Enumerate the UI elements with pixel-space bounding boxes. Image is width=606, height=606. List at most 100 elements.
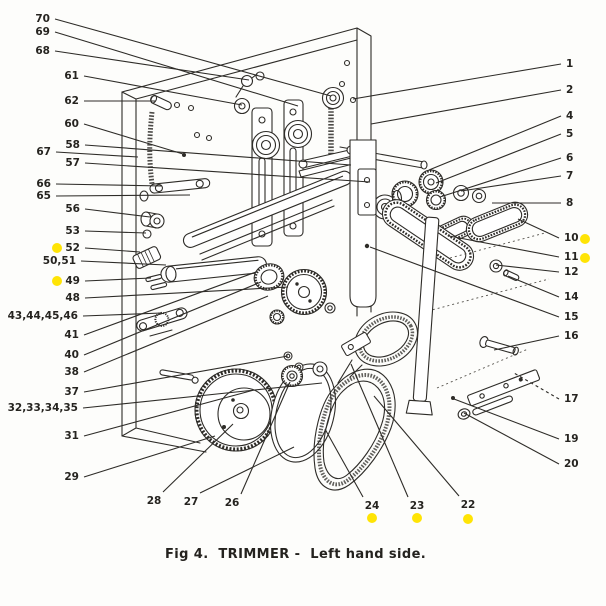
part-label-6: 6 [566, 152, 573, 164]
pins [145, 274, 163, 283]
part-label-16: 16 [564, 330, 579, 342]
hanger-bar [349, 139, 377, 308]
highlight-dot-49 [52, 276, 62, 286]
leader-line-65 [55, 194, 191, 197]
leader-line-27 [199, 446, 295, 494]
leader-line-57 [84, 162, 371, 183]
artwork-machine-drawing [121, 27, 550, 491]
part-label-68: 68 [35, 45, 50, 57]
pin-62 [150, 94, 172, 111]
part-label-48: 48 [65, 292, 80, 304]
cam-pulley [253, 263, 285, 291]
part-label-28: 28 [147, 495, 162, 507]
leader-line-22 [373, 395, 460, 497]
highlight-dot-52 [52, 243, 62, 253]
highlight-dot-10 [580, 234, 590, 244]
leader-line-15 [369, 246, 560, 318]
foot-washer [457, 408, 471, 420]
leader-line-43,44,45,46 [82, 312, 163, 317]
leader-line-2 [370, 89, 562, 125]
pins-2 [150, 282, 168, 291]
gear-cluster [356, 169, 487, 220]
leader-line-61 [83, 75, 243, 106]
part-label-19: 19 [564, 433, 579, 445]
leader-line-17 [513, 372, 560, 400]
leader-line-14 [507, 275, 560, 298]
leader-line-70 [54, 18, 332, 97]
leader-line-19 [453, 398, 560, 440]
support-bar [405, 216, 440, 416]
leader-line-1 [352, 63, 562, 100]
part-label-38: 38 [64, 366, 79, 378]
leader-line-28 [162, 423, 234, 493]
part-label-41: 41 [64, 329, 79, 341]
leader-line-16 [493, 335, 560, 351]
part-label-26: 26 [225, 497, 240, 509]
part-label-70: 70 [35, 13, 50, 25]
callouts: 706968616260586757666556535250,51494843,… [8, 13, 590, 524]
leader-line-11 [448, 235, 560, 258]
lower-pin [159, 369, 199, 384]
part-label-2: 2 [566, 84, 573, 96]
part-label-69: 69 [35, 26, 50, 38]
part-label-67: 67 [36, 146, 51, 158]
leader-line-53 [84, 230, 147, 234]
roller [160, 256, 268, 283]
leader-line-68 [54, 50, 250, 81]
part-label-50,51: 50,51 [43, 255, 76, 267]
part-label-14: 14 [564, 291, 579, 303]
leader-line-40 [83, 281, 262, 356]
leader-line-48 [84, 286, 289, 299]
part-label-12: 12 [564, 266, 579, 278]
disc-wheel [270, 363, 336, 463]
part-label-60: 60 [64, 118, 79, 130]
leader-line-20 [463, 412, 560, 465]
bolt-16 [479, 336, 519, 356]
part-label-11: 11 [564, 251, 579, 263]
leader-line-31 [83, 389, 255, 437]
part-label-31: 31 [64, 430, 79, 442]
highlight-dot-11 [580, 253, 590, 263]
part-label-5: 5 [566, 128, 573, 140]
highlight-dot-23 [412, 513, 422, 523]
leader-line-41 [83, 271, 257, 336]
part-label-56: 56 [65, 203, 80, 215]
leader-line-52 [84, 247, 141, 253]
part-label-58: 58 [65, 139, 80, 151]
part-label-1: 1 [566, 58, 573, 70]
sprocket-48 [280, 268, 328, 316]
leader-line-4 [428, 115, 562, 171]
link-assembly [136, 307, 188, 332]
part-label-53: 53 [65, 225, 80, 237]
part-label-15: 15 [564, 311, 579, 323]
washer-bolt-group [489, 259, 520, 281]
highlight-dot-24 [367, 513, 377, 523]
part-label-32,33,34,35: 32,33,34,35 [8, 402, 78, 414]
leader-line-67 [55, 151, 139, 158]
part-label-43,44,45,46: 43,44,45,46 [8, 310, 78, 322]
panel-edge-bracket [357, 168, 377, 216]
part-label-40: 40 [64, 349, 79, 361]
leader-line-29 [83, 435, 216, 478]
leader-line-32,33,34,35 [82, 382, 323, 409]
leader-line-26 [240, 381, 291, 495]
part-label-37: 37 [64, 386, 79, 398]
part-label-10: 10 [564, 232, 579, 244]
part-label-61: 61 [64, 70, 79, 82]
leader-line-38 [83, 295, 269, 373]
figure-caption: Fig 4. TRIMMER - Left hand side. [165, 547, 427, 562]
part-label-49: 49 [65, 275, 80, 287]
leader-line-10 [517, 218, 560, 239]
leader-line-60 [83, 123, 184, 155]
leader-line-49 [84, 277, 152, 282]
part-label-24: 24 [365, 500, 380, 512]
leader-line-6 [439, 157, 562, 198]
leader-line-50,51 [80, 260, 167, 266]
belt-10 [465, 201, 529, 243]
part-label-20: 20 [564, 458, 579, 470]
part-label-29: 29 [64, 471, 79, 483]
leader-line-7 [460, 175, 562, 192]
part-label-4: 4 [566, 110, 573, 122]
